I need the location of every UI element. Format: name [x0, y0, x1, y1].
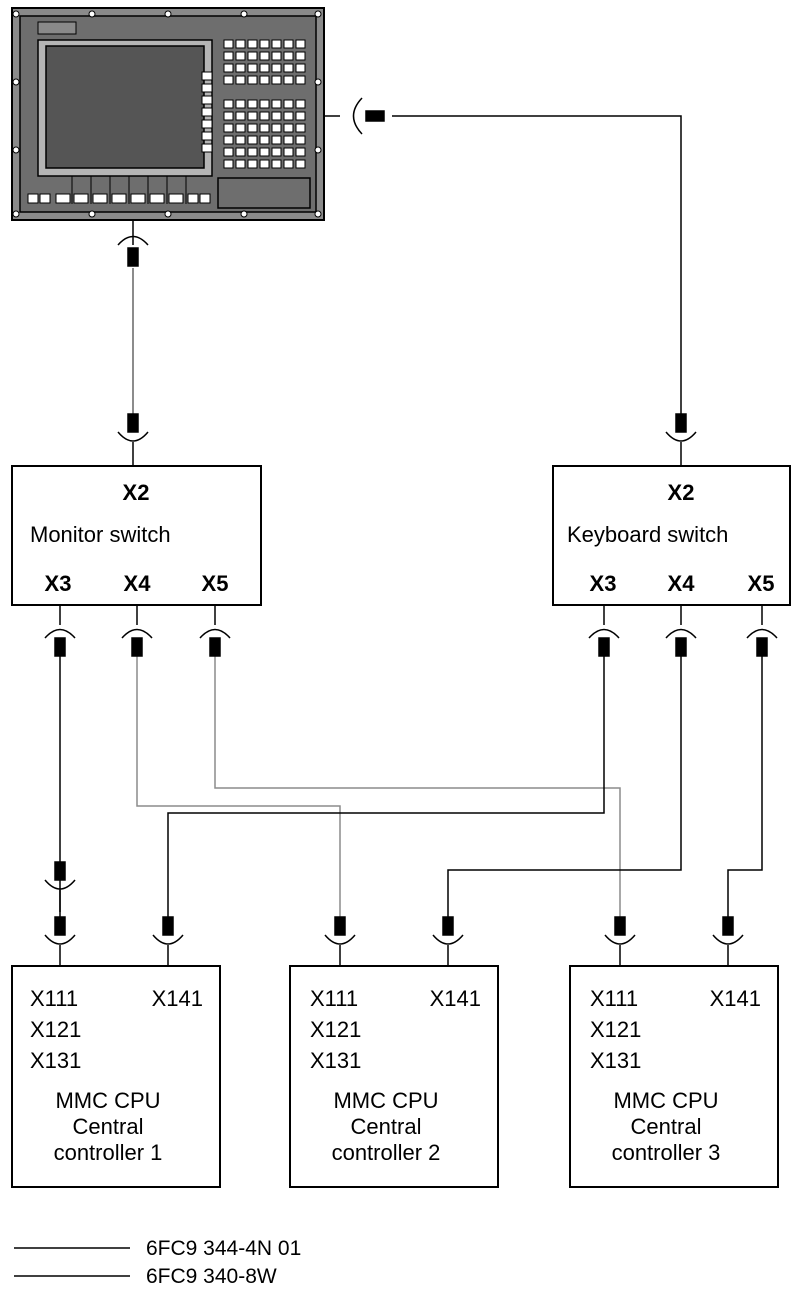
controller-port-x111: X111 — [590, 986, 638, 1011]
keyboard-switch-x3-label: X3 — [590, 571, 617, 596]
controller-title-line1: MMC CPU — [333, 1088, 438, 1113]
plug-connector — [588, 605, 620, 657]
plug-connector — [117, 220, 149, 267]
keypad-upper — [223, 39, 306, 85]
controller-port-x141: X141 — [710, 986, 761, 1011]
controller-title-line1: MMC CPU — [613, 1088, 718, 1113]
controller-title-line3: controller 3 — [612, 1140, 721, 1165]
controller-title-line2: Central — [351, 1114, 422, 1139]
monitor-switch-x4-label: X4 — [124, 571, 152, 596]
cable-keyboard-x3 — [167, 656, 605, 918]
plug-connector — [324, 97, 385, 135]
plug-connector — [712, 916, 744, 966]
cable-monitor-x5 — [214, 656, 621, 918]
controller-port-x111: X111 — [310, 986, 358, 1011]
monitor-switch-box — [11, 465, 262, 606]
legend-label-1: 6FC9 344-4N 01 — [146, 1237, 301, 1260]
plug-connector — [199, 605, 231, 657]
monitor-switch-label: Monitor switch — [30, 522, 171, 547]
controller-box-2: X111 X121 X131 X141 MMC CPU Central cont… — [289, 965, 499, 1188]
keyboard-switch-label: Keyboard switch — [567, 522, 728, 547]
controller-box-3: X111 X121 X131 X141 MMC CPU Central cont… — [569, 965, 779, 1188]
controller-title-line3: controller 2 — [332, 1140, 441, 1165]
keyboard-switch-x5-label: X5 — [748, 571, 775, 596]
controller-port-x121: X121 — [310, 1017, 361, 1042]
controller-title-line2: Central — [73, 1114, 144, 1139]
plug-connector — [604, 916, 636, 966]
controller-box-1: X111 X121 X131 X141 MMC CPU Central cont… — [11, 965, 221, 1188]
controller-port-x131: X131 — [310, 1048, 361, 1073]
screen — [45, 45, 205, 169]
plug-connector — [121, 605, 153, 657]
cable-keyboard-x4 — [447, 656, 682, 918]
monitor-switch-x5-label: X5 — [202, 571, 229, 596]
cable-keyboard-x5 — [727, 656, 763, 918]
cable-monitor-x4 — [136, 656, 341, 918]
keyboard-switch-box — [552, 465, 791, 606]
plug-connector — [117, 413, 149, 466]
keypad-lower — [223, 99, 306, 169]
controller-port-x111: X111 — [30, 986, 78, 1011]
controller-port-x141: X141 — [430, 986, 481, 1011]
plug-connector — [746, 605, 778, 657]
plug-connector — [432, 916, 464, 966]
plug-connector — [44, 916, 76, 966]
plug-connector — [152, 916, 184, 966]
operator-panel — [11, 7, 325, 221]
controller-title-line1: MMC CPU — [55, 1088, 160, 1113]
controller-port-x131: X131 — [30, 1048, 81, 1073]
controller-title-line2: Central — [631, 1114, 702, 1139]
monitor-switch-x3-label: X3 — [45, 571, 72, 596]
monitor-switch-x2-label: X2 — [123, 480, 150, 505]
controller-port-x131: X131 — [590, 1048, 641, 1073]
keyboard-switch-x2-label: X2 — [668, 480, 695, 505]
legend: 6FC9 344-4N 01 6FC9 340-8W — [14, 1237, 301, 1288]
plug-connector — [324, 916, 356, 966]
plug-connector — [44, 605, 76, 657]
controller-port-x121: X121 — [30, 1017, 81, 1042]
controller-port-x121: X121 — [590, 1017, 641, 1042]
controller-title-line3: controller 1 — [54, 1140, 163, 1165]
cable-panel-keyboard — [392, 115, 682, 415]
controller-port-x141: X141 — [152, 986, 203, 1011]
plug-connector — [665, 413, 697, 466]
plug-connector — [665, 605, 697, 657]
legend-label-2: 6FC9 340-8W — [146, 1265, 277, 1288]
keyboard-switch-x4-label: X4 — [668, 571, 696, 596]
